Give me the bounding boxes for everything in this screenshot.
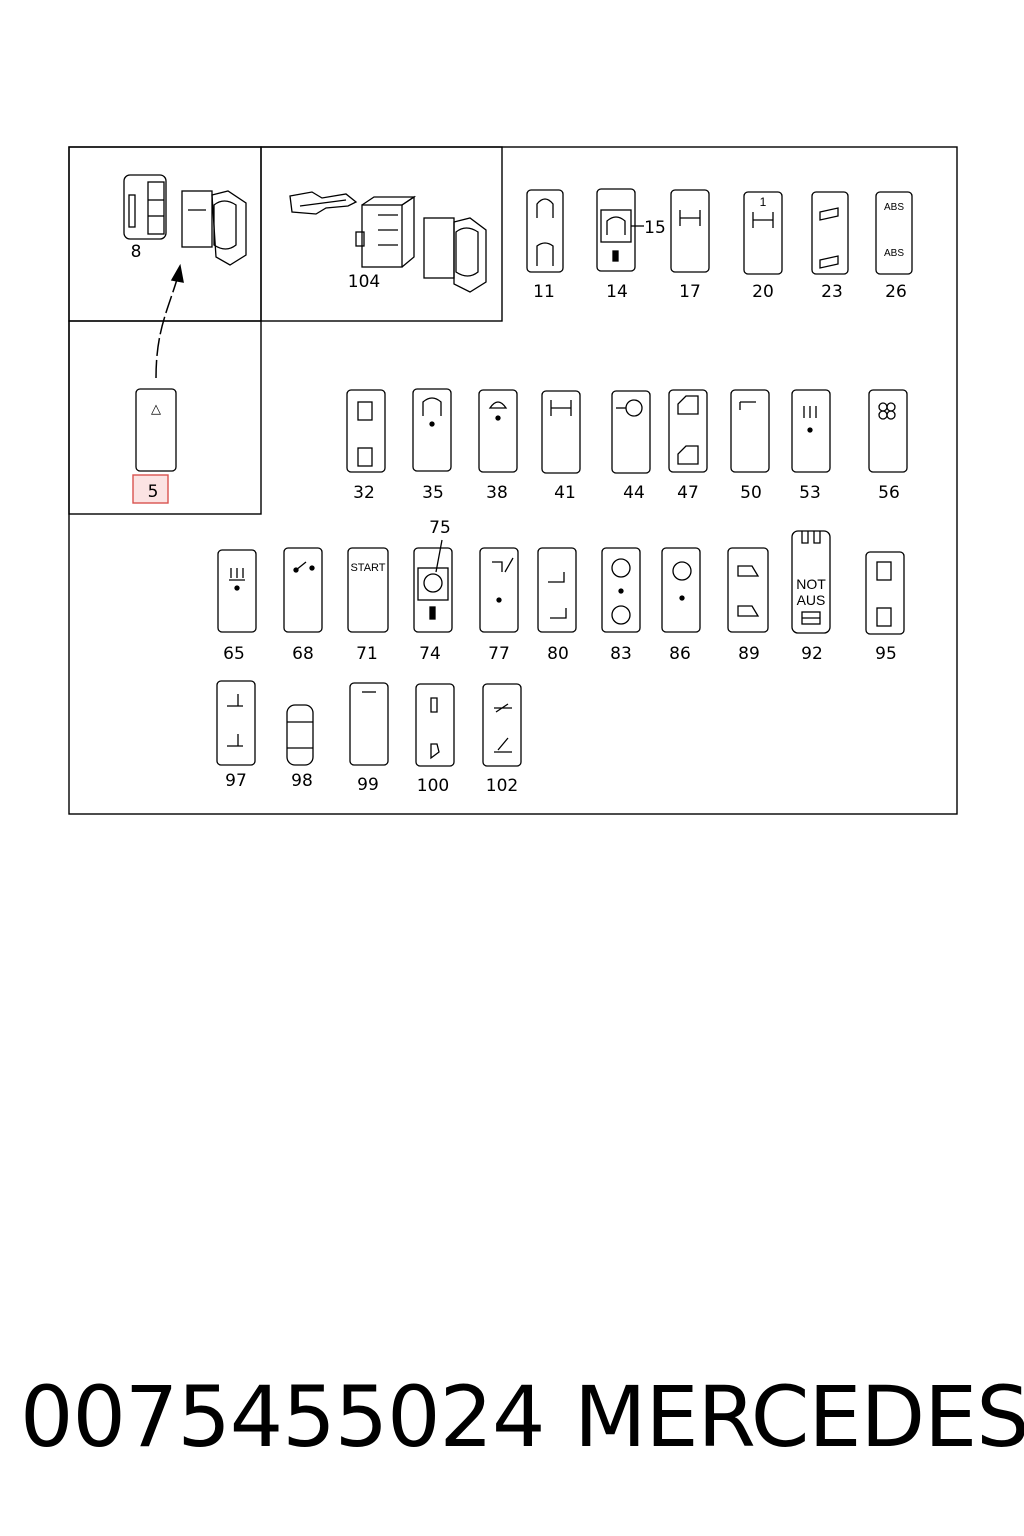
connector-box bbox=[68, 146, 262, 322]
part-label-86[interactable]: 86 bbox=[669, 644, 691, 664]
switch-80[interactable] bbox=[537, 547, 577, 633]
switch-20[interactable] bbox=[743, 191, 783, 275]
switch-11[interactable] bbox=[526, 189, 564, 273]
part-label-44[interactable]: 44 bbox=[623, 483, 645, 503]
part-label-83[interactable]: 83 bbox=[610, 644, 632, 664]
part-label-14[interactable]: 14 bbox=[606, 282, 628, 302]
part-label-77[interactable]: 77 bbox=[488, 644, 510, 664]
switch-14[interactable] bbox=[596, 188, 644, 272]
switch-74[interactable] bbox=[413, 539, 453, 633]
switch-92-label-top: NOT bbox=[796, 576, 826, 592]
connector-box-2 bbox=[260, 146, 503, 322]
part-label-75[interactable]: 75 bbox=[429, 518, 451, 538]
switch-20-label: 1 bbox=[760, 195, 767, 209]
switch-71[interactable] bbox=[347, 547, 389, 633]
part-label-8[interactable]: 8 bbox=[131, 242, 142, 262]
switch-box bbox=[68, 320, 262, 515]
switch-5-symbol: △ bbox=[151, 401, 161, 416]
part-label-98[interactable]: 98 bbox=[291, 771, 313, 791]
part-label-68[interactable]: 68 bbox=[292, 644, 314, 664]
footer: 0075455024 MERCEDES bbox=[0, 1362, 1024, 1472]
part-number: 0075455024 bbox=[20, 1368, 545, 1466]
switch-68[interactable] bbox=[283, 547, 323, 633]
switch-47[interactable] bbox=[668, 389, 708, 473]
switch-99[interactable] bbox=[349, 682, 389, 766]
switch-95[interactable] bbox=[865, 551, 905, 635]
switch-65[interactable] bbox=[217, 549, 257, 633]
assembly-arrow bbox=[155, 263, 184, 379]
switch-23[interactable] bbox=[811, 191, 849, 275]
switch-77[interactable] bbox=[479, 547, 519, 633]
parts-diagram: △ 1 ABS ABS bbox=[68, 146, 958, 815]
part-label-100[interactable]: 100 bbox=[417, 776, 449, 796]
part-label-74[interactable]: 74 bbox=[419, 644, 441, 664]
switch-89[interactable] bbox=[727, 547, 769, 633]
part-label-5[interactable]: 5 bbox=[148, 482, 159, 502]
switch-53[interactable] bbox=[791, 389, 831, 473]
switch-71-label: START bbox=[350, 562, 385, 574]
switch-26-label-bottom: ABS bbox=[884, 248, 904, 259]
connector-part-8[interactable] bbox=[123, 174, 247, 266]
switch-17[interactable] bbox=[670, 189, 710, 273]
connector-part-104[interactable] bbox=[289, 191, 487, 293]
switch-5[interactable] bbox=[135, 388, 177, 472]
part-label-17[interactable]: 17 bbox=[679, 282, 701, 302]
part-label-99[interactable]: 99 bbox=[357, 775, 379, 795]
part-label-65[interactable]: 65 bbox=[223, 644, 245, 664]
highlight-box bbox=[132, 474, 169, 504]
switch-92-label-bottom: AUS bbox=[797, 592, 826, 608]
part-label-38[interactable]: 38 bbox=[486, 483, 508, 503]
part-label-47[interactable]: 47 bbox=[677, 483, 699, 503]
switch-38[interactable] bbox=[478, 389, 518, 473]
brand-name: MERCEDES bbox=[574, 1368, 1024, 1466]
part-label-95[interactable]: 95 bbox=[875, 644, 897, 664]
part-label-102[interactable]: 102 bbox=[486, 776, 518, 796]
part-label-104[interactable]: 104 bbox=[348, 272, 380, 292]
part-label-35[interactable]: 35 bbox=[422, 483, 444, 503]
part-label-50[interactable]: 50 bbox=[740, 483, 762, 503]
switch-44[interactable] bbox=[611, 390, 651, 474]
part-label-80[interactable]: 80 bbox=[547, 644, 569, 664]
part-label-89[interactable]: 89 bbox=[738, 644, 760, 664]
switch-41[interactable] bbox=[541, 390, 581, 474]
part-label-23[interactable]: 23 bbox=[821, 282, 843, 302]
switch-86[interactable] bbox=[661, 547, 701, 633]
part-label-56[interactable]: 56 bbox=[878, 483, 900, 503]
switch-92[interactable] bbox=[791, 530, 831, 634]
part-label-53[interactable]: 53 bbox=[799, 483, 821, 503]
part-label-32[interactable]: 32 bbox=[353, 483, 375, 503]
switch-56[interactable] bbox=[868, 389, 908, 473]
switch-32[interactable] bbox=[346, 389, 386, 473]
switch-50[interactable] bbox=[730, 389, 770, 473]
switch-83[interactable] bbox=[601, 547, 641, 633]
part-label-20[interactable]: 20 bbox=[752, 282, 774, 302]
switch-26-label-top: ABS bbox=[884, 202, 904, 213]
switch-97[interactable] bbox=[216, 680, 256, 766]
part-label-41[interactable]: 41 bbox=[554, 483, 576, 503]
switch-35[interactable] bbox=[412, 388, 452, 472]
switch-100[interactable] bbox=[415, 683, 455, 767]
part-label-97[interactable]: 97 bbox=[225, 771, 247, 791]
part-label-71[interactable]: 71 bbox=[356, 644, 378, 664]
switch-102[interactable] bbox=[482, 683, 522, 767]
part-label-92[interactable]: 92 bbox=[801, 644, 823, 664]
part-label-15[interactable]: 15 bbox=[644, 218, 666, 238]
part-label-11[interactable]: 11 bbox=[533, 282, 555, 302]
switch-26[interactable] bbox=[875, 191, 913, 275]
part-label-26[interactable]: 26 bbox=[885, 282, 907, 302]
switch-98[interactable] bbox=[286, 704, 314, 766]
